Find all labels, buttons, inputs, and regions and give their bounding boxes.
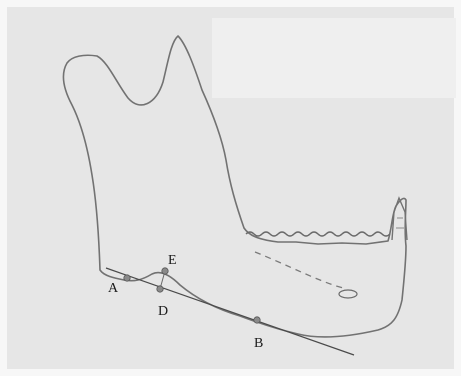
point-d-marker	[157, 286, 163, 292]
point-e-label: E	[168, 253, 177, 268]
point-a-label: A	[108, 281, 119, 296]
point-d-label: D	[158, 304, 168, 319]
point-b-marker	[254, 317, 260, 323]
point-e-marker	[162, 268, 168, 274]
paper-light-patch	[212, 18, 456, 98]
point-b-label: B	[254, 336, 263, 351]
point-a-marker	[124, 275, 130, 281]
